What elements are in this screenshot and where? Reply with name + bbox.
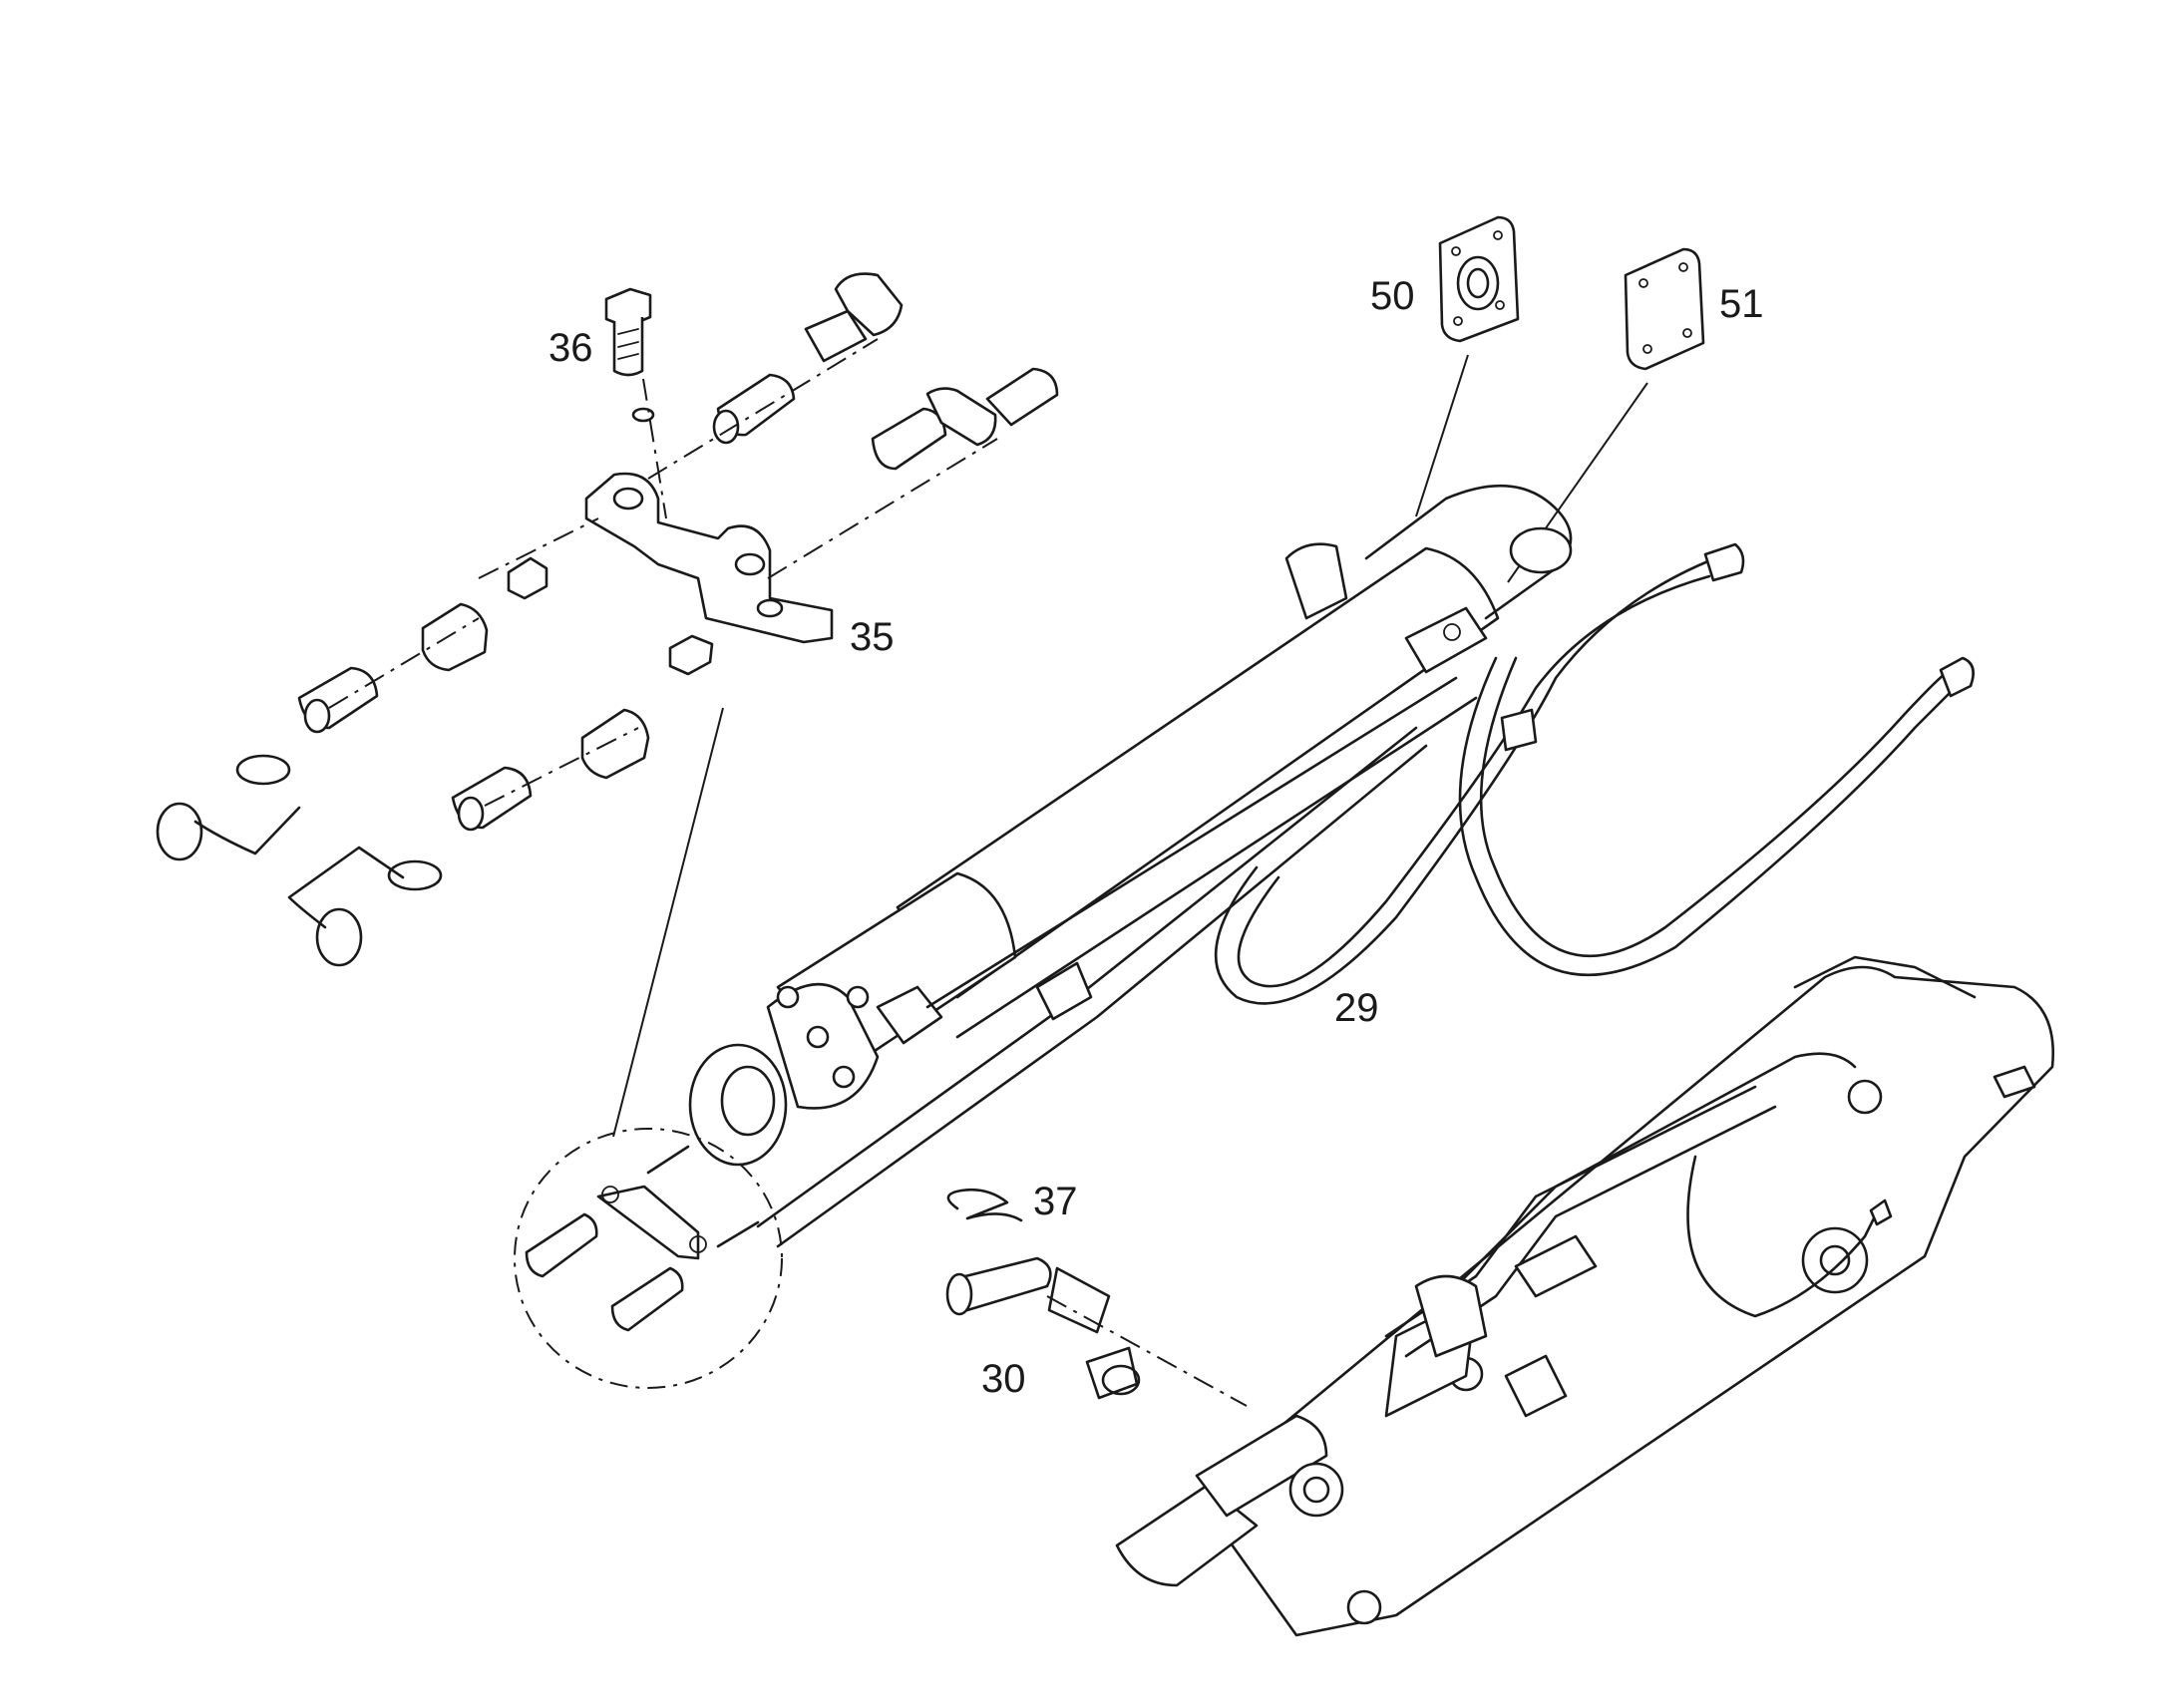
callout-30: 30 xyxy=(981,1357,1026,1401)
boom-assembly xyxy=(1115,955,2054,1637)
bolt-36 xyxy=(604,287,667,519)
callout-29: 29 xyxy=(1334,986,1379,1030)
callout-36: 36 xyxy=(548,326,593,370)
callout-37: 37 xyxy=(1033,1180,1078,1223)
callout-50: 50 xyxy=(1370,274,1415,318)
pin-30 xyxy=(945,1256,1248,1407)
clip-37 xyxy=(946,1188,1023,1222)
coupling-lower-row xyxy=(297,617,639,832)
detail-callout-circle xyxy=(514,1128,783,1389)
hose-29 xyxy=(1214,542,1975,1005)
coupling-upper-row xyxy=(478,272,1059,579)
hydraulic-cylinder xyxy=(688,484,1573,1248)
callout-51: 51 xyxy=(1719,282,1764,326)
callout-35: 35 xyxy=(850,615,895,659)
cover-plate-51 xyxy=(1624,247,1705,371)
bracket-35 xyxy=(584,472,834,644)
nuts xyxy=(421,556,714,780)
flange-plate-50 xyxy=(1438,215,1520,343)
fitting-exploded-view xyxy=(156,272,1059,1138)
dust-caps xyxy=(156,754,443,967)
